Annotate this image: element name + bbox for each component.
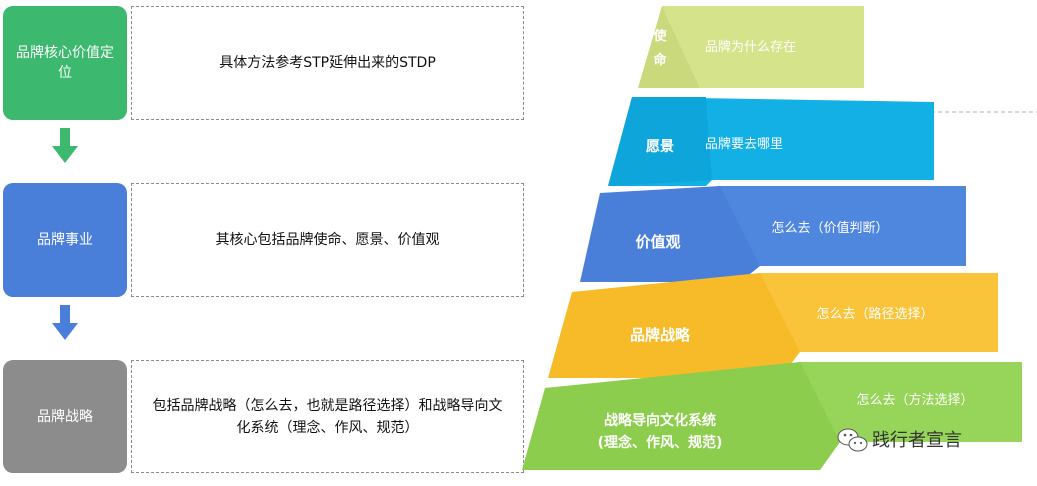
level-desc: 怎么去（方法选择）: [856, 392, 973, 408]
level-label: 价值观: [635, 233, 680, 251]
level-label: 战略导向文化系统: [604, 412, 716, 429]
block-brand-career: 品牌事业: [3, 183, 127, 297]
level-label-sub: (理念、作风、规范): [598, 434, 723, 451]
description-box: 其核心包括品牌使命、愿景、价值观: [131, 183, 524, 297]
pyramid-level-vision: 愿景 品牌要去哪里: [608, 97, 934, 186]
block-brand-core-value: 品牌核心价值定位: [3, 6, 127, 120]
wechat-icon: [837, 428, 868, 452]
block-label: 品牌战略: [37, 408, 93, 425]
down-arrow-icon: [52, 128, 78, 163]
description-text: 包括品牌战略（怎么去，也就是路径选择）和战略导向文化系统（理念、作风、规范）: [152, 397, 503, 436]
pyramid-level-strategy: 品牌战略 怎么去（路径选择）: [548, 273, 998, 378]
level-label-mission-1: 使: [652, 28, 667, 44]
pyramid: 使 命 品牌为什么存在 愿景 品牌要去哪里 价值观 怎么去（价值判断） 品牌战略…: [522, 6, 1022, 470]
pyramid-level-culture: 战略导向文化系统 (理念、作风、规范) 怎么去（方法选择）: [522, 362, 1022, 470]
level-desc: 品牌要去哪里: [705, 136, 783, 152]
watermark-text: 践行者宣言: [872, 430, 962, 451]
level-label: 品牌战略: [630, 326, 691, 344]
level-desc: 怎么去（路径选择）: [816, 306, 933, 322]
watermark: 践行者宣言: [837, 428, 962, 452]
pyramid-level-mission: 使 命 品牌为什么存在: [638, 6, 864, 88]
block-brand-strategy: 品牌战略: [3, 360, 127, 473]
level-label: 愿景: [646, 139, 674, 155]
level-desc: 怎么去（价值判断）: [771, 220, 888, 236]
description-text: 具体方法参考STP延伸出来的STDP: [219, 55, 436, 71]
down-arrow-icon: [52, 305, 78, 340]
description-box: 包括品牌战略（怎么去，也就是路径选择）和战略导向文化系统（理念、作风、规范）: [131, 360, 524, 473]
pyramid-level-values: 价值观 怎么去（价值判断）: [580, 186, 966, 282]
description-text: 其核心包括品牌使命、愿景、价值观: [215, 232, 440, 248]
level-label-mission-2: 命: [652, 52, 667, 68]
level-desc: 品牌为什么存在: [705, 39, 796, 55]
block-label: 品牌核心价值定位: [16, 45, 114, 81]
block-label: 品牌事业: [37, 232, 93, 248]
description-box: 具体方法参考STP延伸出来的STDP: [131, 6, 524, 120]
